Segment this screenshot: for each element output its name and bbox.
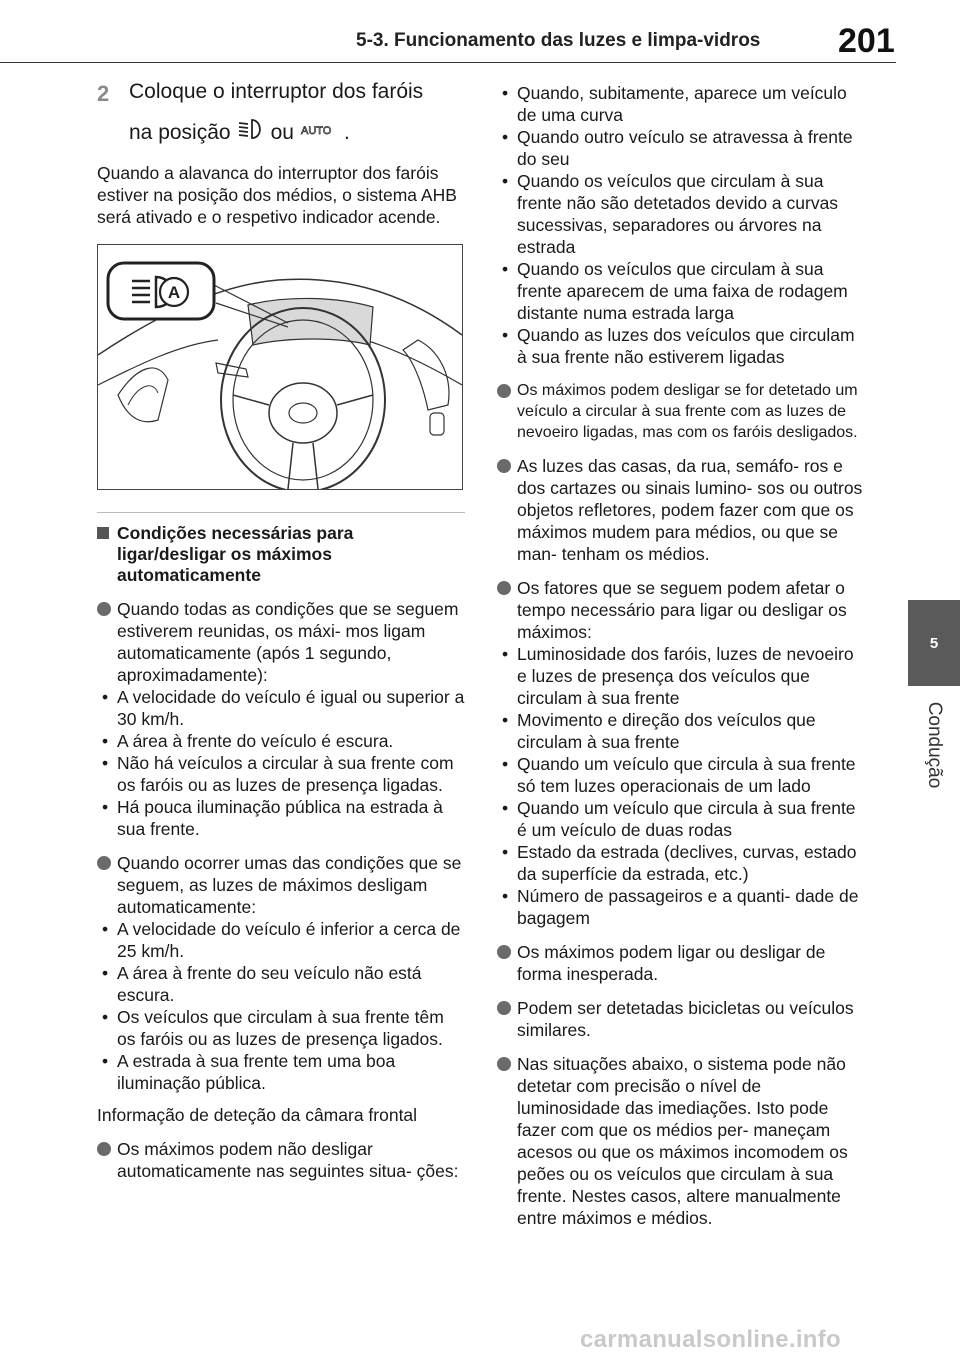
note-brightness-text: Nas situações abaixo, o sistema pode não… [517,1054,848,1228]
condition-block-on: Quando todas as condições que se seguem … [97,598,467,686]
right-column: Quando, subitamente, aparece um veículo … [497,82,865,1229]
square-bullet-icon [97,527,109,539]
step-text-or: ou [270,121,294,144]
camera-info-note: Informação de deteção da câmara frontal [97,1105,418,1125]
list-item: Estado da estrada (declives, curvas, est… [497,841,865,885]
list-item: Quando os veículos que circulam à sua fr… [497,258,865,324]
note-bicycles-text: Podem ser detetadas bicicletas ou veícul… [517,998,854,1040]
section-heading: Condições necessárias para ligar/desliga… [97,523,467,586]
note-factors-intro: Os fatores que se seguem podem afetar o … [517,578,847,642]
circle-bullet-icon [497,384,511,398]
list-item: Quando os veículos que circulam à sua fr… [497,170,865,258]
header-divider [0,62,896,63]
note-unexpected-text: Os máximos podem ligar ou desligar de fo… [517,942,826,984]
page-number: 201 [838,22,895,60]
intro-paragraph: Quando a alavanca do interruptor dos far… [97,163,457,227]
circle-bullet-icon [497,1057,511,1071]
chapter-label: Condução [924,701,945,789]
chapter-tab[interactable]: 5 [908,600,960,686]
section-title: 5-3. Funcionamento das luzes e limpa-vid… [356,30,761,51]
callout-letter: A [168,283,180,302]
step-text-end: . [343,121,350,144]
list-item: Quando, subitamente, aparece um veículo … [497,82,865,126]
circle-bullet-icon [497,581,511,595]
page-header: 5-3. Funcionamento das luzes e limpa-vid… [0,0,960,62]
low-beam-icon [236,117,266,148]
exceptions-intro: Os máximos podem não desligar automatica… [117,1139,459,1181]
steering-wheel-illustration: A [97,244,463,490]
figure-divider [97,512,465,513]
condition-off-intro: Quando ocorrer umas das condições que se… [117,853,462,917]
list-item: Quando as luzes dos veículos que circula… [497,324,865,368]
watermark: carmanualsonline.info [580,1326,842,1353]
chapter-number: 5 [929,634,939,652]
list-item: Quando um veículo que circula à sua fren… [497,753,865,797]
condition-on-list: A velocidade do veículo é igual ou super… [97,686,467,840]
circle-bullet-icon [497,459,511,473]
note-unexpected: Os máximos podem ligar ou desligar de fo… [497,941,865,985]
list-item: A área à frente do veículo é escura. [97,730,467,752]
list-item: Há pouca iluminação pública na estrada à… [97,796,467,840]
note-bicycles: Podem ser detetadas bicicletas ou veícul… [497,997,865,1041]
list-item: Quando outro veículo se atravessa à fren… [497,126,865,170]
auto-icon-text: AUTO [301,125,332,137]
step-text-position: na posição [129,121,231,144]
note-reflective-lights: As luzes das casas, da rua, semáfo- ros … [497,455,865,565]
left-column: 2 Coloque o interruptor dos faróis na po… [97,78,467,1182]
condition-off-list: A velocidade do veículo é inferior a cer… [97,918,467,1094]
list-item: Luminosidade dos faróis, luzes de nevoei… [497,643,865,709]
factors-list: Luminosidade dos faróis, luzes de nevoei… [497,643,865,929]
condition-block-off: Quando ocorrer umas das condições que se… [97,852,467,918]
circle-bullet-icon [497,945,511,959]
condition-block-exceptions: Os máximos podem não desligar automatica… [97,1138,467,1182]
section-heading-text: Condições necessárias para ligar/desliga… [117,523,354,585]
list-item: Número de passageiros e a quanti- dade d… [497,885,865,929]
circle-bullet-icon [97,1142,111,1156]
condition-on-intro: Quando todas as condições que se seguem … [117,599,459,685]
note-factors: Os fatores que se seguem podem afetar o … [497,577,865,643]
note-reflective-lights-text: As luzes das casas, da rua, semáfo- ros … [517,456,863,564]
list-item: A velocidade do veículo é inferior a cer… [97,918,467,962]
list-item: A área à frente do seu veículo não está … [97,962,467,1006]
list-item: Quando um veículo que circula à sua fren… [497,797,865,841]
list-item: Não há veículos a circular à sua frente … [97,752,467,796]
auto-icon: AUTO [299,119,339,146]
step-line-1: Coloque o interruptor dos faróis [129,80,424,103]
step-line-2: na posição ou AUTO . [129,117,467,148]
list-item: Os veículos que circulam à sua frente tê… [97,1006,467,1050]
illustration-svg: A [98,245,462,489]
note-brightness: Nas situações abaixo, o sistema pode não… [497,1053,865,1229]
step-number: 2 [97,81,110,106]
circle-bullet-icon [97,602,111,616]
list-item: A velocidade do veículo é igual ou super… [97,686,467,730]
note-fog-lights: Os máximos podem desligar se for detetad… [497,380,865,443]
circle-bullet-icon [97,856,111,870]
step-2: 2 Coloque o interruptor dos faróis na po… [97,78,467,148]
high-beam-auto-icon: A [132,275,190,309]
list-item: Movimento e direção dos veículos que cir… [497,709,865,753]
list-item: A estrada à sua frente tem uma boa ilumi… [97,1050,467,1094]
circle-bullet-icon [497,1001,511,1015]
note-fog-lights-text: Os máximos podem desligar se for detetad… [517,382,858,441]
exceptions-list: Quando, subitamente, aparece um veículo … [497,82,865,368]
